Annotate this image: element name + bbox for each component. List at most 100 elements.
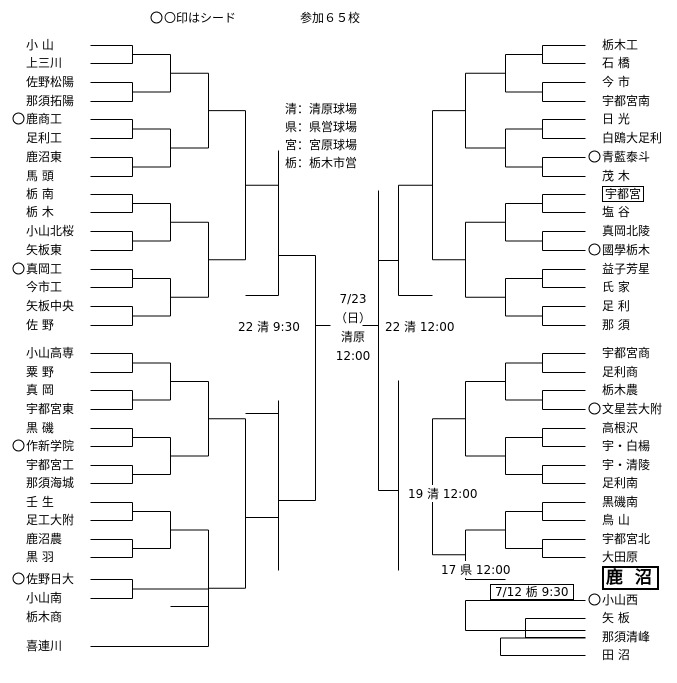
semi-left-info: 22 清 9:30 <box>238 318 300 335</box>
team-name: 那須海城 <box>26 476 75 490</box>
team-name: 鳥 山 <box>602 513 630 527</box>
right-team: 那須清峰 <box>588 630 650 644</box>
final-date: 7/23 <box>339 292 367 306</box>
team-name: 小山西 <box>602 593 639 607</box>
match-19-info: 19 清 12:00 <box>408 485 478 502</box>
left-team: 小山高専 <box>12 346 74 360</box>
team-name: 壬 生 <box>26 495 54 509</box>
right-team: 田 沼 <box>588 648 630 662</box>
right-team: 真岡北陵 <box>588 224 650 238</box>
left-team: 那須海城 <box>12 476 74 490</box>
right-team: 今 市 <box>588 75 630 89</box>
team-name: 宇都宮商 <box>602 346 651 360</box>
team-name: 白鴎大足利 <box>602 131 663 145</box>
venue-item: 宮：宮原球場 <box>285 138 358 152</box>
team-name: 足利南 <box>602 476 639 490</box>
right-team: 宇都宮南 <box>588 94 650 108</box>
team-name: 黒磯南 <box>602 495 639 509</box>
final-venue: 清原 <box>340 330 365 344</box>
right-team: 宇・白楊 <box>588 439 650 453</box>
right-team: 青藍泰斗 <box>588 150 650 164</box>
left-team: 小山北桜 <box>12 224 74 238</box>
seed-circle-icon <box>150 11 163 24</box>
team-name: 宇都宮東 <box>26 402 75 416</box>
left-team: 佐野松陽 <box>12 75 74 89</box>
right-team: 國學栃木 <box>588 243 650 257</box>
left-team: 矢板東 <box>12 243 62 257</box>
left-team: 今市工 <box>12 280 62 294</box>
right-team: 宇都宮商 <box>588 346 650 360</box>
left-team: 宇都宮東 <box>12 402 74 416</box>
team-name: 足工大附 <box>26 513 75 527</box>
team-name: 益子芳星 <box>602 262 651 276</box>
team-name: 小山高専 <box>26 346 75 360</box>
left-team: 佐野日大 <box>12 572 74 586</box>
left-team: 馬 頭 <box>12 169 54 183</box>
seed-circle-icon <box>12 112 25 125</box>
final-info: 7/23 （日） 清原 12:00 <box>328 290 378 366</box>
left-team: 小 山 <box>12 38 54 52</box>
left-team: 壬 生 <box>12 495 54 509</box>
team-name: 佐野日大 <box>26 572 75 586</box>
seed-circle-icon <box>588 150 601 163</box>
right-team: 石 橋 <box>588 56 630 70</box>
team-name: 栃木工 <box>602 38 639 52</box>
team-name: 茂 木 <box>602 169 630 183</box>
right-team: 益子芳星 <box>588 262 650 276</box>
left-team: 栃 南 <box>12 187 54 201</box>
team-name: 氏 家 <box>602 280 630 294</box>
left-team: 黒 羽 <box>12 550 54 564</box>
left-team: 粟 野 <box>12 365 54 379</box>
team-name: 那須清峰 <box>602 630 651 644</box>
right-team: 宇都宮 <box>588 186 645 202</box>
team-name: 宇都宮 <box>602 186 645 202</box>
team-name: 文星芸大附 <box>602 402 663 416</box>
team-name: 鹿商工 <box>26 112 63 126</box>
final-weekday: （日） <box>334 311 371 325</box>
team-name: 足 利 <box>602 299 630 313</box>
final-time: 12:00 <box>335 349 371 363</box>
team-name: 宇・白楊 <box>602 439 651 453</box>
team-name: 喜連川 <box>26 639 63 653</box>
left-team: 上三川 <box>12 56 62 70</box>
right-team: 鳥 山 <box>588 513 630 527</box>
left-team: 足利工 <box>12 131 62 145</box>
right-team: 高根沢 <box>588 421 638 435</box>
right-team: 黒磯南 <box>588 495 638 509</box>
right-team: 大田原 <box>588 550 638 564</box>
right-team: 那 須 <box>588 318 630 332</box>
participant-count: 参加６５校 <box>300 11 361 25</box>
right-team: 茂 木 <box>588 169 630 183</box>
right-team: 塩 谷 <box>588 205 630 219</box>
team-name: 黒 磯 <box>26 421 54 435</box>
team-name: 矢板東 <box>26 243 63 257</box>
venue-item: 県：県営球場 <box>285 120 358 134</box>
team-name: 上三川 <box>26 56 63 70</box>
seed-circle-icon <box>12 572 25 585</box>
team-name: 馬 頭 <box>26 169 54 183</box>
team-name: 黒 羽 <box>26 550 54 564</box>
seed-circle-icon <box>588 593 601 606</box>
right-team: 宇・清陵 <box>588 458 650 472</box>
team-name: 矢 板 <box>602 611 630 625</box>
team-name: 足利商 <box>602 365 639 379</box>
semi-right-info: 22 清 12:00 <box>385 318 455 335</box>
team-name: 宇都宮北 <box>602 532 651 546</box>
team-name: 真岡工 <box>26 262 63 276</box>
team-name: 作新学院 <box>26 439 75 453</box>
team-name: 佐 野 <box>26 318 54 332</box>
right-team: 宇都宮北 <box>588 532 650 546</box>
team-name: 小 山 <box>26 38 54 52</box>
team-name: 矢板中央 <box>26 299 75 313</box>
left-team: 栃 木 <box>12 205 54 219</box>
team-name: 粟 野 <box>26 365 54 379</box>
team-name: 足利工 <box>26 131 63 145</box>
left-team: 佐 野 <box>12 318 54 332</box>
team-name: 小山南 <box>26 591 63 605</box>
team-name: 栃木商 <box>26 610 63 624</box>
team-name: 鹿 沼 <box>602 566 659 590</box>
team-name: 田 沼 <box>602 648 630 662</box>
left-team: 栃木商 <box>12 610 62 624</box>
left-team: 足工大附 <box>12 513 74 527</box>
team-name: 栃 木 <box>26 205 54 219</box>
